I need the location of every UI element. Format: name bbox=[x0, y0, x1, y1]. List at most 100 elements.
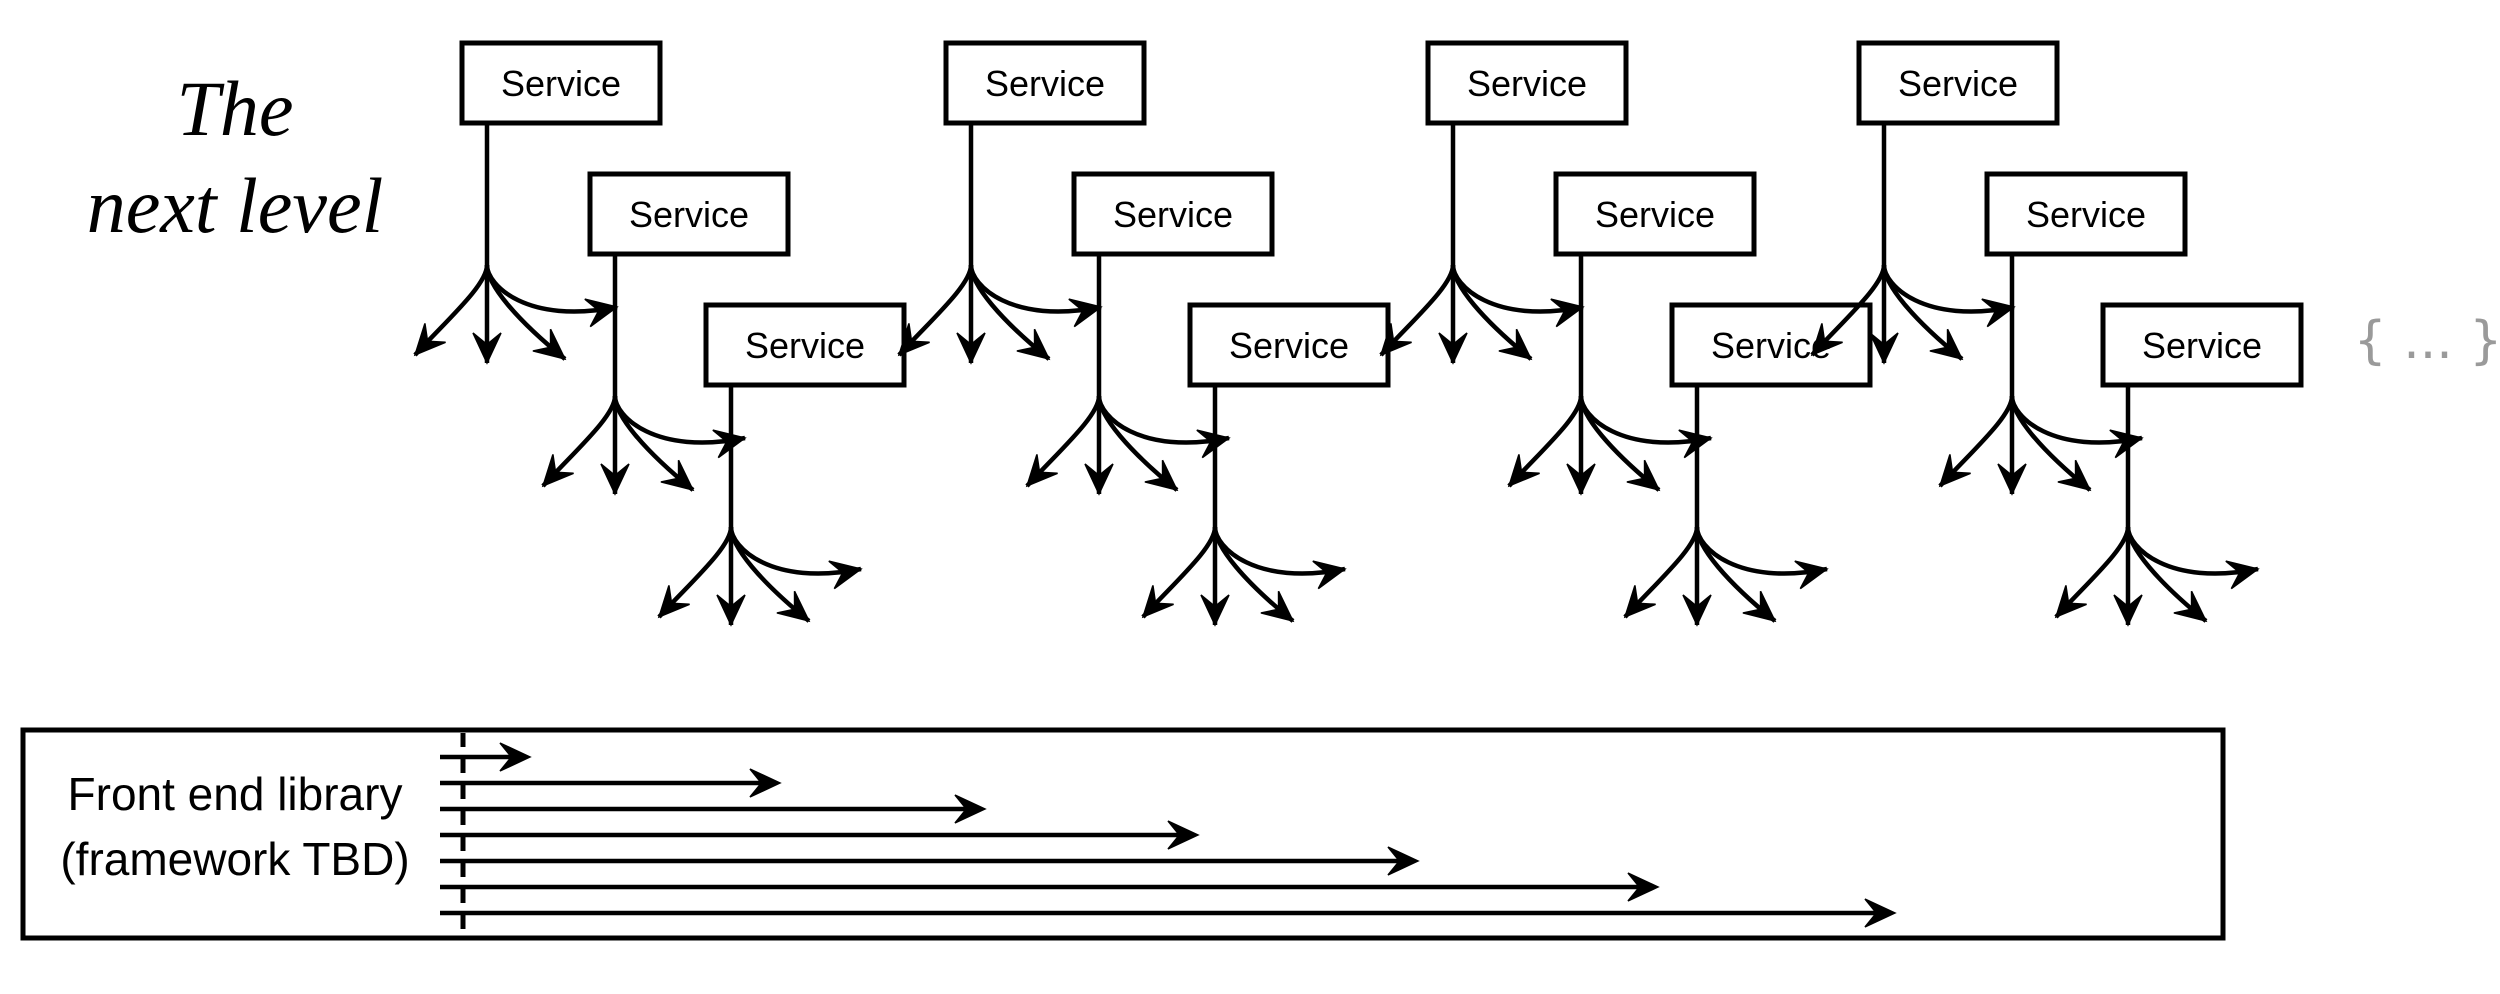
service-node: Service bbox=[1141, 302, 1391, 627]
service-label: Service bbox=[1711, 325, 1831, 366]
service-call-arrow bbox=[1212, 526, 1346, 576]
service-call-arrow bbox=[2125, 526, 2259, 576]
service-call-arrow bbox=[1881, 264, 2015, 314]
service-node: Service bbox=[1025, 171, 1275, 496]
arrowhead-icon bbox=[1869, 332, 1899, 365]
service-node: Service bbox=[2054, 302, 2304, 627]
service-node: Service bbox=[541, 171, 791, 496]
arrowhead-icon bbox=[1507, 454, 1540, 488]
arrowhead-icon bbox=[1938, 454, 1971, 488]
service-label: Service bbox=[1229, 325, 1349, 366]
arrowhead-icon bbox=[1623, 585, 1656, 619]
service-node: Service bbox=[1623, 302, 1873, 627]
arrowhead-icon bbox=[2113, 594, 2143, 627]
service-box bbox=[1984, 171, 2188, 257]
service-label: Service bbox=[985, 63, 1105, 104]
arrowhead-icon bbox=[2054, 585, 2087, 619]
service-node: Service bbox=[657, 302, 907, 627]
service-label: Service bbox=[1595, 194, 1715, 235]
service-box bbox=[2100, 302, 2304, 388]
service-node: Service bbox=[1379, 40, 1629, 365]
service-box bbox=[587, 171, 791, 257]
service-call-arrow bbox=[1450, 264, 1584, 314]
arrowhead-icon bbox=[472, 332, 502, 365]
service-box bbox=[1071, 171, 1275, 257]
services-layer: ServiceServiceServiceServiceServiceServi… bbox=[413, 40, 2304, 627]
service-box bbox=[1856, 40, 2060, 126]
front-end-arrows bbox=[440, 742, 1897, 928]
arrowhead-icon bbox=[1144, 459, 1179, 492]
arrowhead-icon bbox=[1550, 298, 1585, 328]
arrowhead-icon bbox=[1025, 454, 1058, 488]
arrowhead-icon bbox=[541, 454, 574, 488]
arrowhead-icon bbox=[1260, 590, 1295, 623]
service-node: Service bbox=[1810, 40, 2060, 365]
service-label: Service bbox=[1898, 63, 2018, 104]
service-label: Service bbox=[1467, 63, 1587, 104]
service-box bbox=[1425, 40, 1629, 126]
arrowhead-icon bbox=[716, 594, 746, 627]
arrowhead-icon bbox=[1626, 459, 1661, 492]
arrowhead-icon bbox=[1387, 846, 1420, 876]
diagram-title-line2: next level bbox=[87, 162, 384, 249]
arrowhead-icon bbox=[897, 323, 930, 357]
arrowhead-icon bbox=[660, 459, 695, 492]
arrowhead-icon bbox=[1627, 872, 1660, 902]
arrowhead-icon bbox=[2225, 560, 2260, 590]
service-node: Service bbox=[1938, 171, 2188, 496]
arrowhead-icon bbox=[1498, 328, 1533, 361]
service-label: Service bbox=[501, 63, 621, 104]
front-end-library-label: Front end library bbox=[68, 768, 403, 820]
service-call-arrow bbox=[612, 395, 746, 445]
service-box bbox=[459, 40, 663, 126]
arrowhead-icon bbox=[956, 332, 986, 365]
arrowhead-icon bbox=[657, 585, 690, 619]
arrowhead-icon bbox=[1312, 560, 1347, 590]
service-call-arrow bbox=[1096, 395, 1230, 445]
service-label: Service bbox=[2142, 325, 2262, 366]
service-call-arrow bbox=[728, 526, 862, 576]
arrowhead-icon bbox=[776, 590, 811, 623]
service-node: Service bbox=[897, 40, 1147, 365]
arrowhead-icon bbox=[1929, 328, 1964, 361]
arrowhead-icon bbox=[1068, 298, 1103, 328]
diagram-title-line1: The bbox=[177, 65, 294, 152]
arrowhead-icon bbox=[584, 298, 619, 328]
arrowhead-icon bbox=[954, 794, 987, 824]
arrowhead-icon bbox=[1682, 594, 1712, 627]
arrowhead-icon bbox=[1379, 323, 1412, 357]
arrowhead-icon bbox=[749, 768, 782, 798]
arrowhead-icon bbox=[1016, 328, 1051, 361]
service-call-arrow bbox=[1578, 395, 1712, 445]
service-call-arrow bbox=[2009, 395, 2143, 445]
arrowhead-icon bbox=[1810, 323, 1843, 357]
arrowhead-icon bbox=[600, 463, 630, 496]
arrowhead-icon bbox=[1141, 585, 1174, 619]
arrowhead-icon bbox=[2057, 459, 2092, 492]
more-services-indicator: { ... } bbox=[2354, 311, 2500, 371]
service-node: Service bbox=[1507, 171, 1757, 496]
arrowhead-icon bbox=[2173, 590, 2208, 623]
service-label: Service bbox=[629, 194, 749, 235]
service-label: Service bbox=[2026, 194, 2146, 235]
arrowhead-icon bbox=[1200, 594, 1230, 627]
arrowhead-icon bbox=[499, 742, 532, 772]
service-box bbox=[1187, 302, 1391, 388]
service-label: Service bbox=[745, 325, 865, 366]
arrowhead-icon bbox=[1167, 820, 1200, 850]
arrowhead-icon bbox=[1794, 560, 1829, 590]
arrowhead-icon bbox=[1981, 298, 2016, 328]
service-box bbox=[1553, 171, 1757, 257]
arrowhead-icon bbox=[1438, 332, 1468, 365]
service-call-arrow bbox=[968, 264, 1102, 314]
arrowhead-icon bbox=[828, 560, 863, 590]
arrowhead-icon bbox=[532, 328, 567, 361]
service-label: Service bbox=[1113, 194, 1233, 235]
arrowhead-icon bbox=[1566, 463, 1596, 496]
front-end-framework-label: (framework TBD) bbox=[60, 833, 409, 885]
service-box bbox=[703, 302, 907, 388]
arrowhead-icon bbox=[1742, 590, 1777, 623]
service-node: Service bbox=[413, 40, 663, 365]
arrowhead-icon bbox=[1997, 463, 2027, 496]
